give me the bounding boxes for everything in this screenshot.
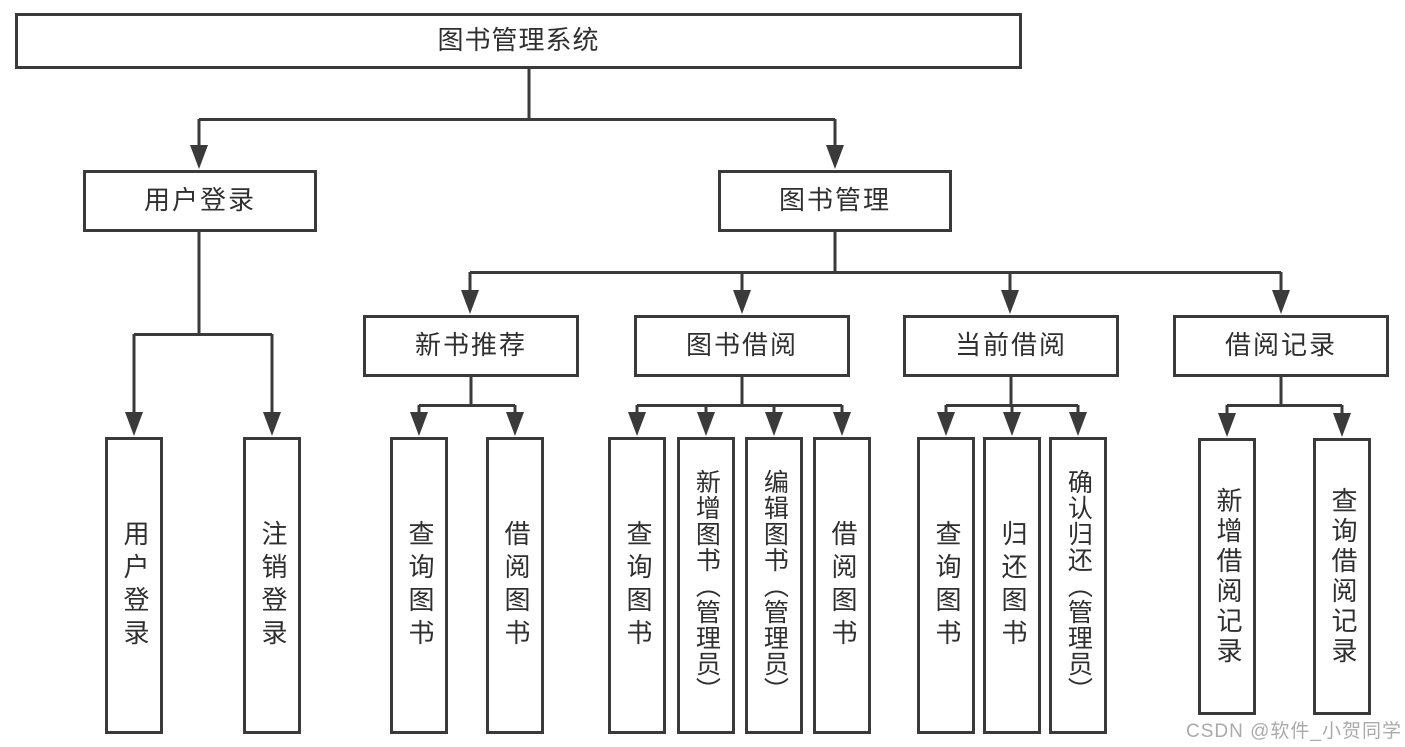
watermark: CSDN @软件_小贺同学 — [1186, 721, 1402, 742]
leaf-query-books-3: 查询图书 — [917, 437, 975, 734]
leaf-add-borrow-record: 新增借阅记录 — [1198, 438, 1256, 715]
node-root: 图书管理系统 — [15, 13, 1022, 69]
leaf-edit-book-admin: 编辑图书（管理员） — [745, 437, 803, 734]
leaf-query-books-1: 查询图书 — [390, 437, 448, 734]
leaf-confirm-return-admin: 确认归还（管理员） — [1049, 437, 1107, 734]
leaf-borrow-books-1: 借阅图书 — [486, 437, 544, 734]
node-book-borrow: 图书借阅 — [634, 315, 850, 377]
leaf-logout: 注销登录 — [243, 437, 301, 734]
leaf-return-book: 归还图书 — [983, 437, 1041, 734]
leaf-user-login: 用户登录 — [105, 437, 163, 734]
leaf-borrow-books-2: 借阅图书 — [813, 437, 871, 734]
arrowheads — [125, 145, 1351, 437]
leaf-query-borrow-record: 查询借阅记录 — [1313, 438, 1371, 715]
node-new-book-recommend: 新书推荐 — [363, 315, 579, 377]
leaf-query-books-2: 查询图书 — [608, 437, 666, 734]
node-book-management-branch: 图书管理 — [718, 170, 952, 232]
node-current-borrow: 当前借阅 — [903, 315, 1119, 377]
leaf-add-book-admin: 新增图书（管理员） — [677, 437, 735, 734]
node-user-login-branch: 用户登录 — [83, 170, 317, 232]
node-borrow-records: 借阅记录 — [1173, 315, 1389, 377]
